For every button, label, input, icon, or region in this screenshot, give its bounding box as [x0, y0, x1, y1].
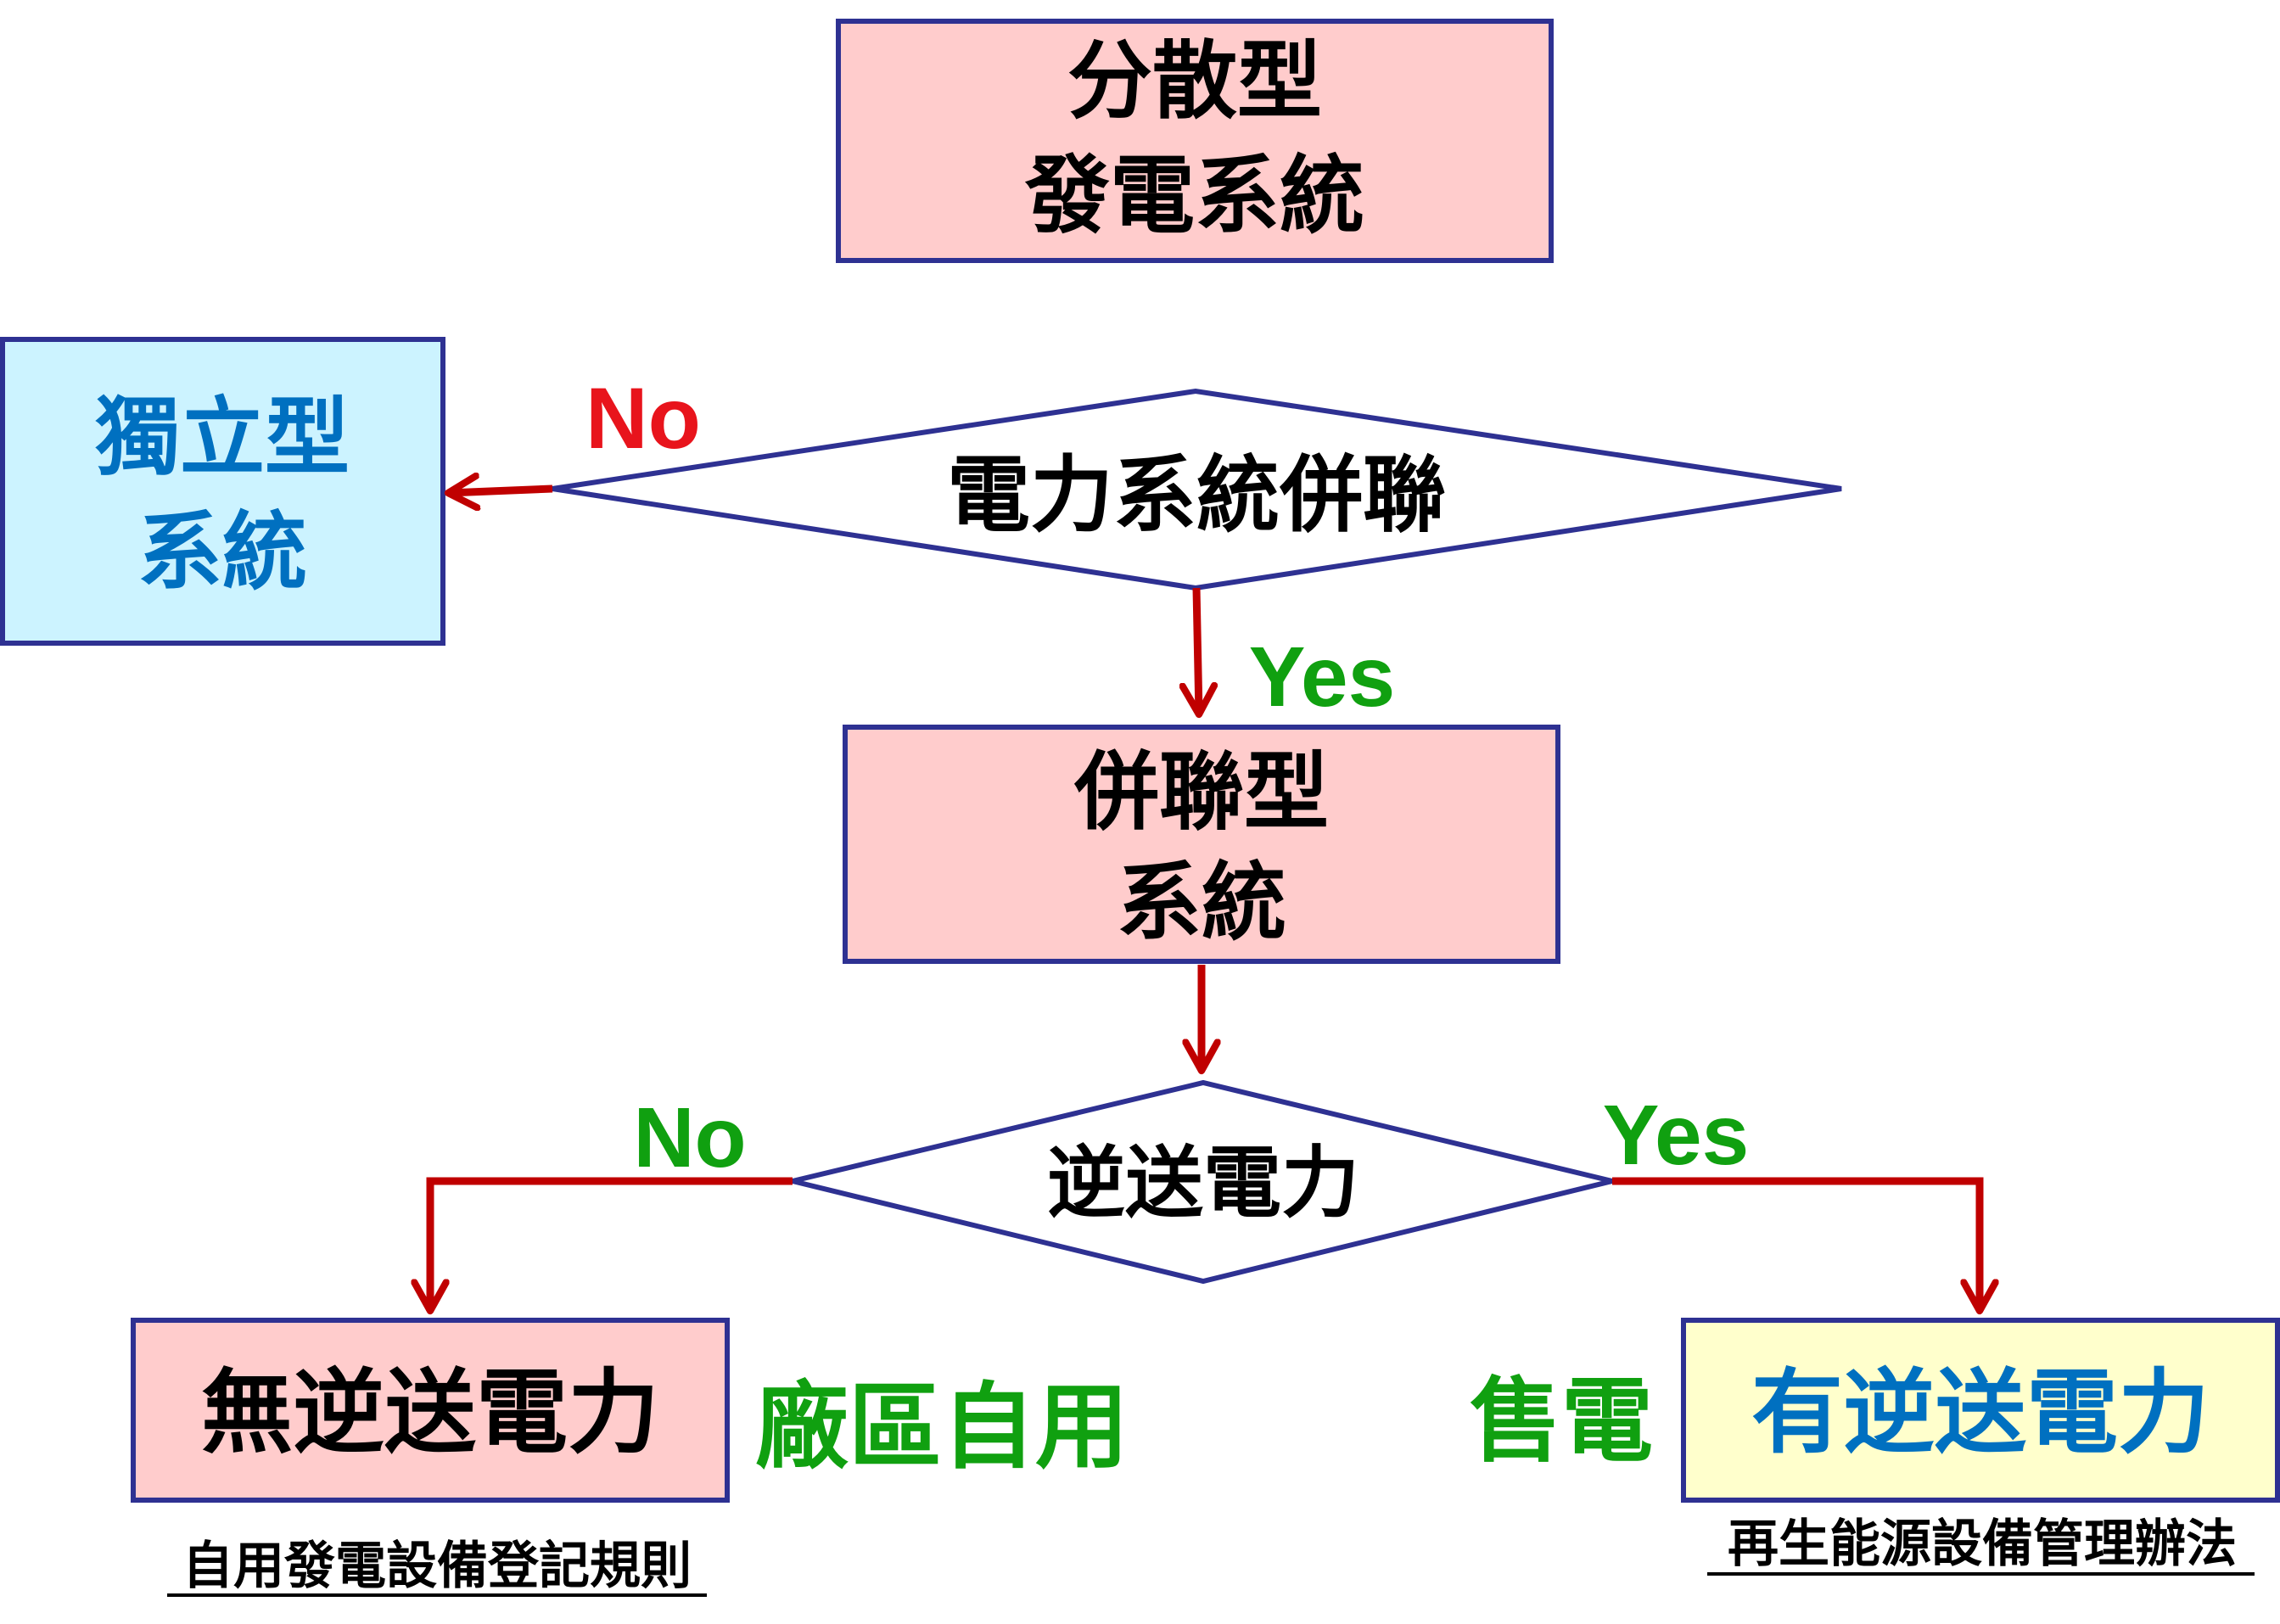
- standalone-system-box: 獨立型 系統: [0, 337, 445, 646]
- grid-connected-line1: 併聯型: [1073, 742, 1329, 842]
- self-use-label: 廠區自用: [755, 1373, 1129, 1481]
- with-export-box: 有逆送電力: [1681, 1318, 2280, 1503]
- grid-no-label: No: [585, 370, 701, 467]
- distributed-line1: 分散型: [1067, 31, 1322, 131]
- standalone-line1: 獨立型: [95, 388, 350, 487]
- with-export-text: 有逆送電力: [1751, 1360, 2210, 1466]
- export-yes-label: Yes: [1603, 1088, 1749, 1183]
- export-no-label: No: [633, 1090, 746, 1185]
- arrow-export-yes: [1612, 1177, 1980, 1311]
- self-use-regulation-text: 自用發電設備登記規則: [182, 1537, 692, 1596]
- renewable-regulation-text: 再生能源設備管理辦法: [1728, 1515, 2237, 1574]
- arrow-grid-no: [448, 489, 553, 493]
- arrow-export-no: [430, 1177, 793, 1311]
- grid-decision-text: 電力系統併聯: [947, 447, 1446, 544]
- no-export-text: 無逆送電力: [201, 1360, 659, 1466]
- export-decision-text: 逆送電力: [1047, 1138, 1359, 1229]
- grid-connected-line2: 系統: [1117, 853, 1286, 952]
- distributed-line2: 發電系統: [1024, 146, 1364, 245]
- self-use-regulation: 自用發電設備登記規則: [167, 1537, 707, 1597]
- no-export-box: 無逆送電力: [131, 1318, 730, 1503]
- renewable-regulation: 再生能源設備管理辦法: [1707, 1515, 2255, 1576]
- standalone-line2: 系統: [137, 502, 307, 602]
- sell-power-label: 售電: [1470, 1369, 1653, 1475]
- export-power-decision: 逆送電力: [792, 1079, 1613, 1285]
- grid-yes-label: Yes: [1249, 630, 1395, 725]
- grid-connected-system-box: 併聯型 系統: [843, 725, 1560, 964]
- distributed-generation-box: 分散型 發電系統: [836, 19, 1554, 263]
- grid-connection-decision: 電力系統併聯: [552, 388, 1842, 591]
- arrow-grid-yes: [1196, 587, 1199, 714]
